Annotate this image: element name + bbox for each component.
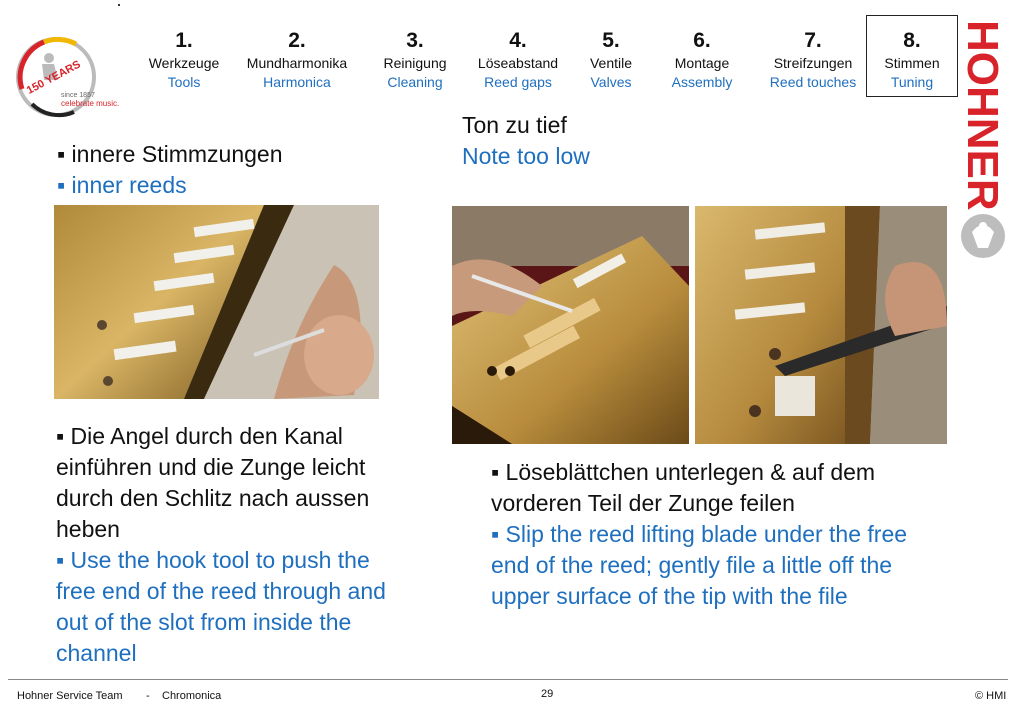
nav-step-number: 6. [693,29,711,52]
right-body-de: ▪ Löseblättchen unterlegen & auf dem vor… [491,459,876,516]
nav-step-label-en: Tuning [890,74,934,90]
nav-step-label-en: Cleaning [387,74,443,90]
nav-step-number: 2. [288,29,306,52]
nav-step-number: 1. [175,29,193,52]
page-number: 29 [541,688,554,700]
nav-step-label-de: Ventile [589,55,633,71]
nav-step-cleaning[interactable]: 3. Reinigung Cleaning [370,28,460,92]
nav-step-harmonica[interactable]: 2. Mundharmonika Harmonica [238,28,356,92]
nav-step-label-en: Tools [167,74,201,90]
left-body-en: ▪ Use the hook tool to push the free end… [56,547,386,666]
right-heading-en: Note too low [462,143,590,169]
photo-reed-lifting-blade [452,206,689,444]
nav-step-label-en: Assembly [671,74,733,90]
logo-since: since 1857 [61,92,95,99]
left-heading-en: ▪ inner reeds [57,172,187,198]
footer-divider [8,679,1008,680]
left-body-de: ▪ Die Angel durch den Kanal einführen un… [56,423,370,542]
nav-step-label-en: Reed gaps [484,74,552,90]
nav-step-label-de: Streifzungen [773,55,853,71]
right-instructions: ▪ Löseblättchen unterlegen & auf dem vor… [491,457,946,612]
nav-step-label-de: Montage [674,55,730,71]
nav-step-tools[interactable]: 1. Werkzeuge Tools [140,28,228,92]
right-body-en: ▪ Slip the reed lifting blade under the … [491,521,908,609]
nav-step-label-en: Valves [590,74,632,90]
photo-hook-tool-inner-reeds [54,205,379,399]
brand-wordmark: HOHNER [958,20,1007,211]
nav-step-number: 5. [602,29,620,52]
footer-team: Hohner Service Team [17,690,123,702]
nav-step-reed-gaps[interactable]: 4. Löseabstand Reed gaps [468,28,568,92]
nav-step-number: 4. [509,29,527,52]
footer-separator: - [146,690,150,702]
anniversary-logo: 150 YEARS since 1857 celebrate music. [16,36,119,118]
nav-step-label-de: Löseabstand [477,55,559,71]
footer-copyright: © HMI [975,690,1007,702]
nav-step-number: 8. [903,29,921,52]
nav-step-number: 7. [804,29,822,52]
nav-step-tuning[interactable]: 8. Stimmen Tuning [866,15,958,97]
left-heading-de: ▪ innere Stimmzungen [57,141,283,167]
nav-step-label-de: Werkzeuge [148,55,220,71]
nav-step-label-de: Reinigung [383,55,447,71]
left-instructions: ▪ Die Angel durch den Kanal einführen un… [56,421,401,669]
nav-step-label-de: Mundharmonika [246,55,348,71]
logo-tagline: celebrate music. [61,99,119,108]
hohner-brand-logo: HOHNER [958,20,1007,258]
stray-dot [118,4,120,6]
nav-step-number: 3. [406,29,424,52]
nav-step-label-en: Reed touches [769,74,857,90]
nav-step-assembly[interactable]: 6. Montage Assembly [660,28,744,92]
footer-product: Chromonica [162,690,222,702]
nav-step-valves[interactable]: 5. Ventile Valves [578,28,644,92]
nav-step-label-de: Stimmen [884,55,940,71]
nav-step-label-en: Harmonica [263,74,331,90]
photo-filing-reed-tip [695,206,947,444]
right-heading-de: Ton zu tief [462,112,567,138]
nav-step-reed-touches[interactable]: 7. Streifzungen Reed touches [762,28,864,92]
